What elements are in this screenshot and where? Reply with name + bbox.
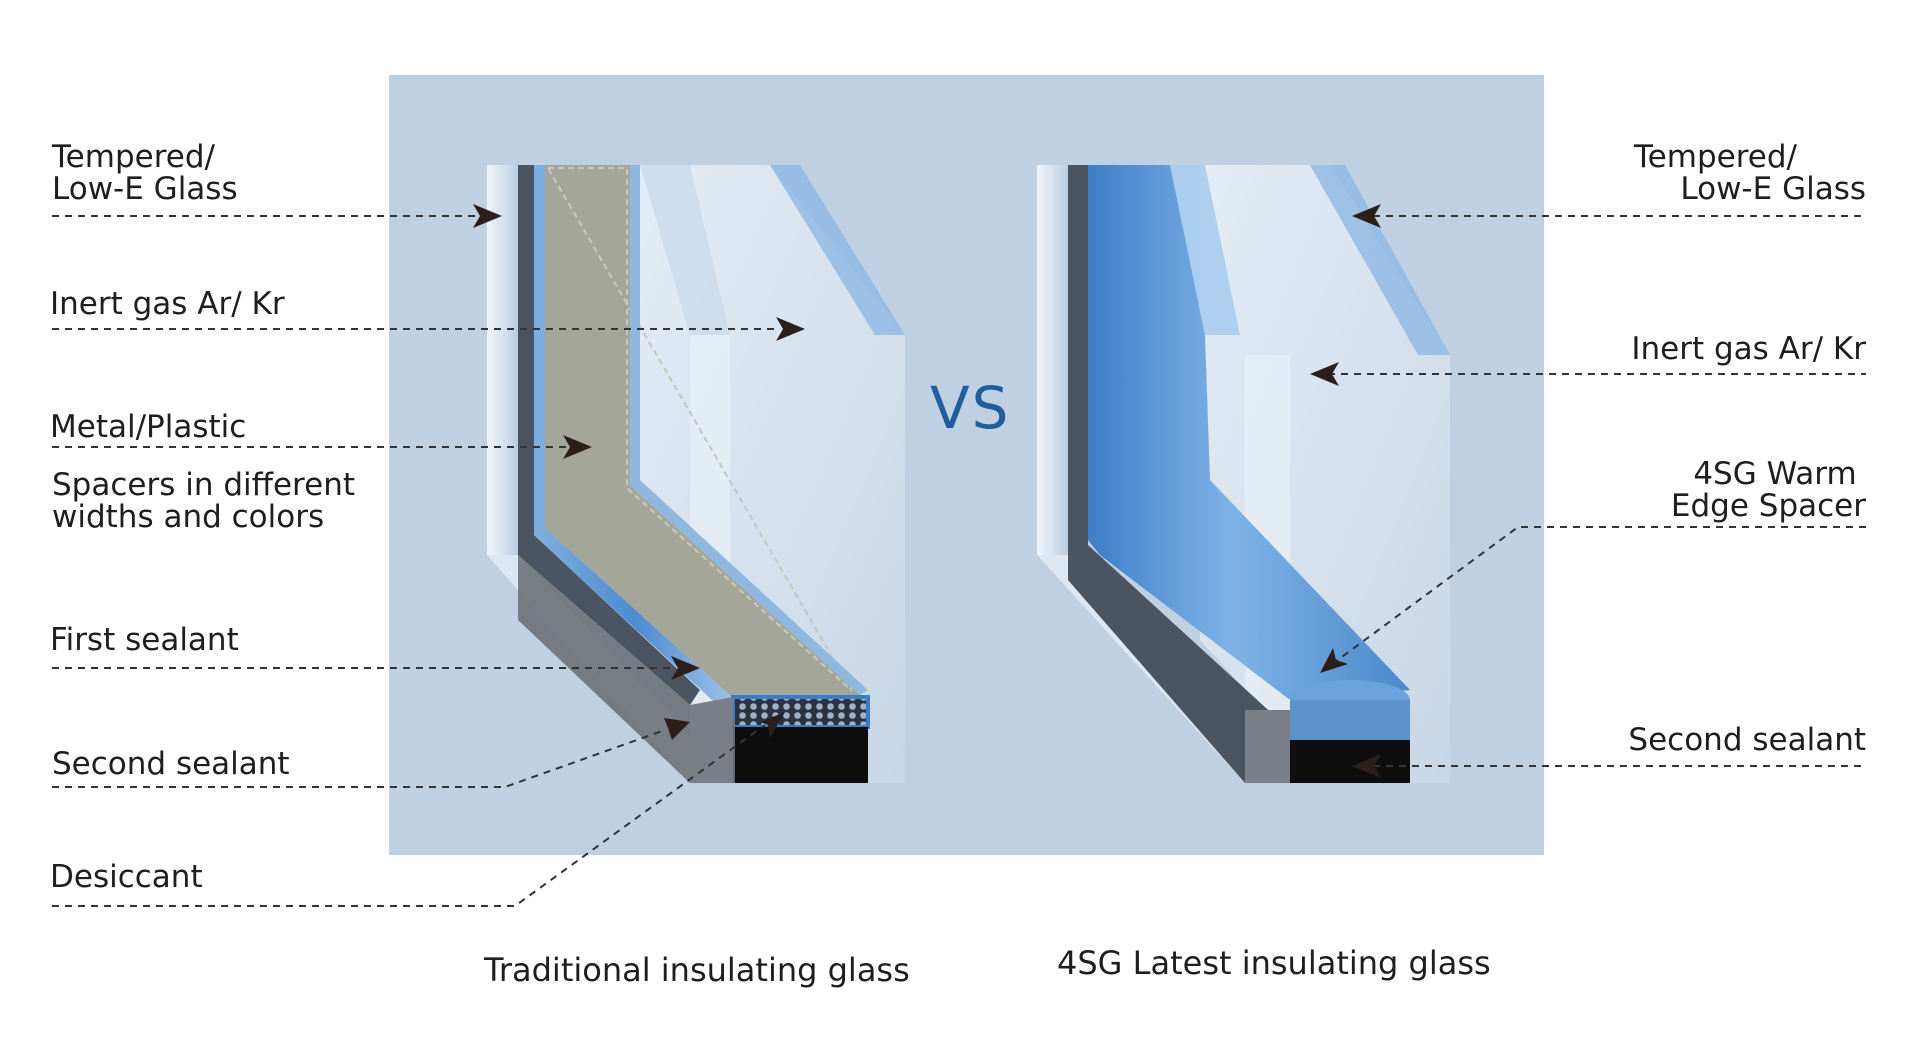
arrowhead-icon [671,656,700,680]
caption-traditional: Traditional insulating glass [484,951,910,989]
label-spacers-line1: Spacers in different [52,467,355,503]
label-warm-edge-line1: 4SG Warm [1693,456,1857,492]
vs-text: VS [930,374,1011,442]
leader-desiccant-left [52,724,766,907]
label-warm-edge-line2: Edge Spacer [1670,488,1866,524]
arrowhead-icon [473,204,502,228]
arrowhead-icon [1352,754,1381,778]
leader-warm-edge-right [1334,526,1866,663]
arrowhead-icon [1310,362,1339,386]
label-tempered-right-line2: Low-E Glass [1680,171,1866,207]
label-second-sealant-right: Second sealant [1628,722,1866,758]
label-inert-gas-left: Inert gas Ar/ Kr [50,286,285,322]
label-first-sealant: First sealant [50,622,239,658]
label-tempered-right-line1: Tempered/ [1634,139,1797,175]
caption-4sg: 4SG Latest insulating glass [1057,944,1491,982]
arrowhead-icon [760,712,785,738]
arrowhead-icon [776,317,805,341]
arrowhead-icon [1320,648,1348,673]
arrowhead-icon [563,435,592,459]
label-tempered-left-line2: Low-E Glass [52,171,238,207]
4sg-glass-unit [1037,165,1450,783]
arrowhead-icon [664,718,690,740]
label-spacers-line2: widths and colors [52,499,325,535]
label-desiccant: Desiccant [50,859,203,895]
label-inert-gas-right: Inert gas Ar/ Kr [1631,331,1866,367]
label-tempered-left-line1: Tempered/ [52,139,215,175]
arrowhead-icon [1352,204,1381,228]
label-metal-plastic: Metal/Plastic [50,409,247,445]
label-second-sealant-left: Second sealant [52,746,290,782]
